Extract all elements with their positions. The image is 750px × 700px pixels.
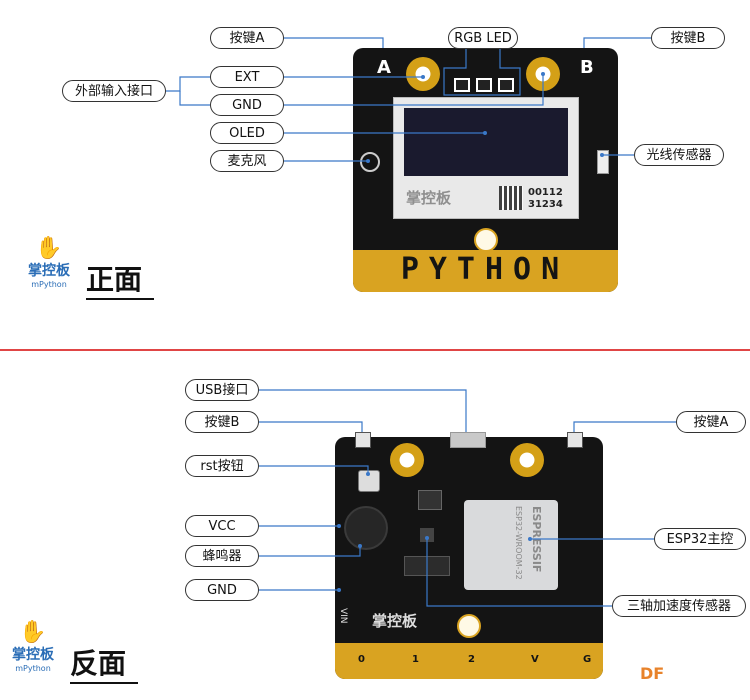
label-button-a: 按键A [210,27,284,49]
label-back-button-a: 按键A [676,411,746,433]
buzzer-component [344,506,388,550]
label-mic: 麦克风 [210,150,284,172]
brand-name-en: mPython [31,280,67,289]
label-rst: rst按钮 [185,455,259,477]
qr-serial-2: 31234 [528,199,563,210]
oled-screen [404,108,568,176]
pin-1: 1 [412,654,419,665]
label-accel: 三轴加速度传感器 [612,595,746,617]
front-title: 正面 [86,258,154,300]
accel-sensor-component [420,528,434,542]
label-ext: EXT [210,66,284,88]
front-ext-ring [406,57,440,91]
label-back-gnd: GND [185,579,259,601]
front-letter-b: B [580,57,594,78]
back-button-a-component [567,432,583,448]
back-ic-2 [404,556,450,576]
esp32-module: ESPRESSIF ESP32-WROOM-32 [464,500,558,590]
oled-module: 掌控板 00112 31234 [393,97,579,219]
pin-2: 2 [468,654,475,665]
label-light-sensor: 光线传感器 [634,144,724,166]
rst-button-component [358,470,380,492]
back-title: 反面 [70,642,138,684]
label-gnd-front: GND [210,94,284,116]
python-silkscreen: PYTHON [400,252,570,287]
front-leader-lines [166,37,651,163]
brand-name-en-back: mPython [15,664,51,673]
oled-silk-logo: 掌控板 [406,189,452,207]
brand-logo-front: ✋ 掌控板 mPython [18,236,80,290]
brand-name-cn-back: 掌控板 [12,647,54,663]
brand-logo-back: ✋ 掌控板 mPython [2,620,64,674]
back-ring-right [510,443,544,477]
label-back-button-b: 按键B [185,411,259,433]
rgb-led-1 [454,78,470,92]
front-letter-a: A [377,57,391,78]
back-ic-1 [418,490,442,510]
qr-code-icon [499,186,523,210]
back-gold-edge [335,643,603,679]
label-ext-input: 外部输入接口 [62,80,166,102]
back-silk-logo: 掌控板 [372,612,418,630]
qr-serial-1: 00112 [528,187,563,198]
pin-v: V [531,654,539,665]
rgb-led-3 [498,78,514,92]
back-button-b-component [355,432,371,448]
brand-hand-icon: ✋ [35,236,63,261]
label-esp32: ESP32主控 [654,528,746,550]
pin-0: 0 [358,654,365,665]
brand-name-cn: 掌控板 [28,263,70,279]
front-hole [474,228,498,252]
brand-hand-icon-back: ✋ [19,620,47,645]
df-watermark: DF [640,664,665,683]
label-button-b: 按键B [651,27,725,49]
label-vcc: VCC [185,515,259,537]
section-separator [0,349,750,351]
label-rgb-led: RGB LED [448,27,518,49]
mic-hole [360,152,380,172]
light-sensor-component [597,150,609,174]
usb-port [450,432,486,448]
back-vin-label: VIN [338,608,348,624]
label-usb: USB接口 [185,379,259,401]
back-hole [457,614,481,638]
pin-g: G [583,654,592,665]
label-buzzer: 蜂鸣器 [185,545,259,567]
front-gold-edge [353,250,618,292]
esp32-chip-mark: ESPRESSIF [530,506,543,573]
back-ring-left [390,443,424,477]
label-oled: OLED [210,122,284,144]
esp32-chip-model: ESP32-WROOM-32 [514,506,523,580]
rgb-led-2 [476,78,492,92]
